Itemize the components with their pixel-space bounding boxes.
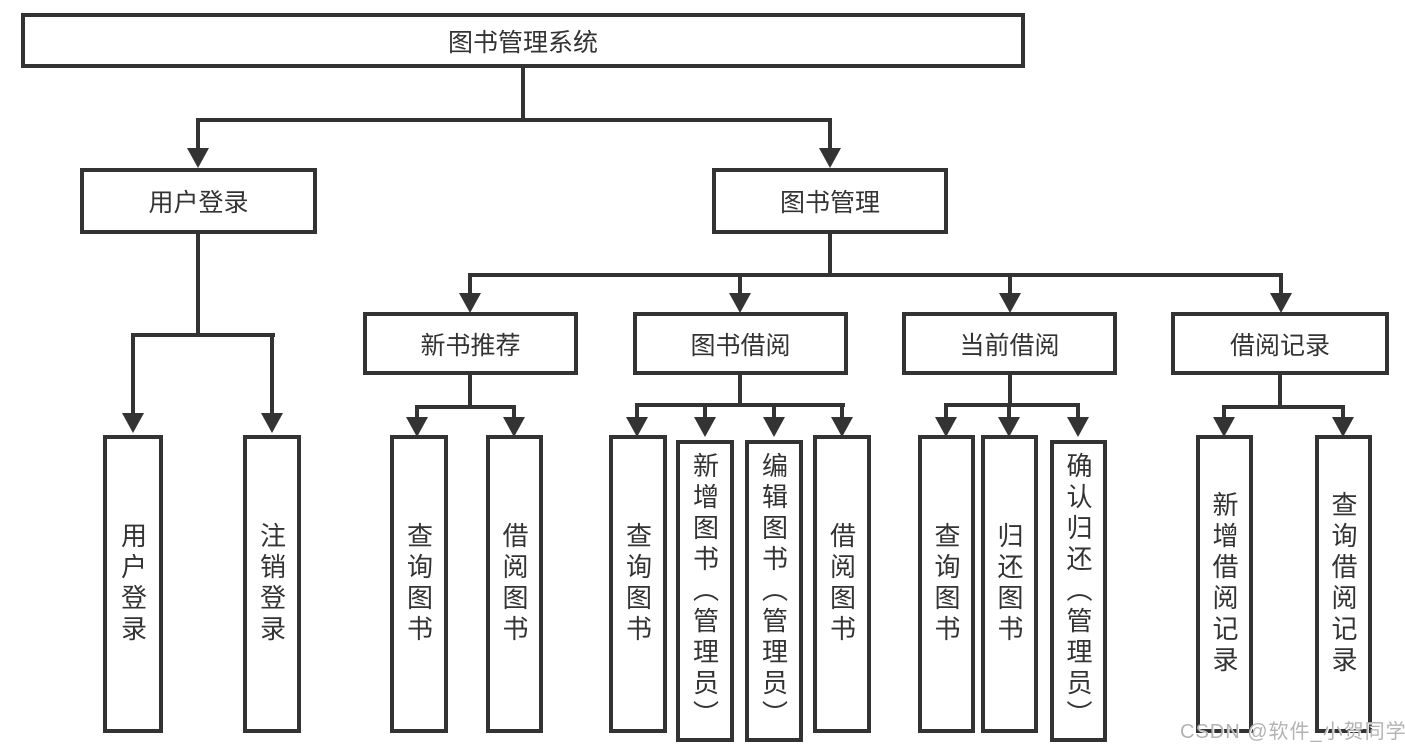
connector-to-leaf-logout xyxy=(270,333,274,415)
leaf-logout: 注销登录 xyxy=(243,435,301,733)
connector-user-login-stem xyxy=(196,234,200,337)
node-new-book-recommend: 新书推荐 xyxy=(363,312,578,375)
leaf-query-borrow-record: 查询借阅记录 xyxy=(1315,435,1372,733)
node-label: 用户登录 xyxy=(117,522,148,646)
arrow-down xyxy=(763,417,785,437)
leaf-edit-books-admin: 编辑图书（管理员） xyxy=(745,440,803,742)
node-label: 确认归还（管理员） xyxy=(1063,451,1093,731)
leaf-borrow-query-books: 查询图书 xyxy=(609,435,667,733)
connector-new-book-recommend-bar xyxy=(415,405,516,409)
connector-current-borrow-bar xyxy=(944,403,1080,407)
arrow-down xyxy=(626,417,648,437)
node-book-management: 图书管理 xyxy=(712,168,948,234)
connector-to-leaf-user-login xyxy=(131,333,135,415)
node-book-borrow: 图书借阅 xyxy=(633,312,848,375)
connector-to-user-login-stem xyxy=(196,118,200,150)
connector-current-borrow-stem xyxy=(1008,375,1012,407)
connector-to-borrow-records xyxy=(1279,273,1283,295)
connector-book-borrow-stem xyxy=(738,375,742,407)
arrow-down xyxy=(1067,417,1089,437)
node-label: 注销登录 xyxy=(256,522,287,646)
arrow-down xyxy=(935,417,957,437)
connector-leaf-stem xyxy=(840,403,844,419)
node-library-management-system: 图书管理系统 xyxy=(21,13,1025,68)
node-label: 借阅图书 xyxy=(499,522,529,646)
node-label: 图书管理 xyxy=(779,189,880,217)
connector-root-stem xyxy=(521,68,525,122)
connector-book-management-stem xyxy=(828,234,832,277)
leaf-recommend-borrow-books: 借阅图书 xyxy=(486,435,543,733)
leaf-user-login: 用户登录 xyxy=(103,435,163,733)
connector-leaf-stem xyxy=(1007,403,1011,419)
connector-leaf-stem xyxy=(1341,405,1345,419)
connector-leaf-stem xyxy=(1076,403,1080,419)
node-label: 查询图书 xyxy=(931,522,961,646)
connector-leaf-stem xyxy=(635,403,639,419)
arrow-down xyxy=(819,148,841,168)
arrow-down xyxy=(122,413,144,433)
connector-to-book-management-stem xyxy=(828,118,832,150)
connector-leaf-stem xyxy=(415,405,419,419)
arrow-down xyxy=(261,413,283,433)
arrow-down xyxy=(694,417,716,437)
leaf-borrow-books: 借阅图书 xyxy=(813,435,871,733)
leaf-return-books: 归还图书 xyxy=(981,435,1038,733)
node-label: 归还图书 xyxy=(994,522,1024,646)
node-label: 借阅记录 xyxy=(1229,331,1330,360)
node-label: 当前借阅 xyxy=(959,331,1060,360)
node-user-login: 用户登录 xyxy=(80,168,317,234)
arrow-down xyxy=(999,293,1021,313)
node-label: 图书借阅 xyxy=(690,331,791,360)
node-label: 新书推荐 xyxy=(420,331,521,360)
connector-leaf-stem xyxy=(512,405,516,419)
node-current-borrow: 当前借阅 xyxy=(902,312,1117,375)
node-label: 新增图书（管理员） xyxy=(689,451,720,731)
leaf-add-borrow-record: 新增借阅记录 xyxy=(1196,435,1253,733)
connector-leaf-stem xyxy=(944,403,948,419)
connector-root-bar xyxy=(196,118,832,122)
connector-book-management-bar xyxy=(468,273,1283,277)
arrow-down xyxy=(729,293,751,313)
leaf-confirm-return-admin: 确认归还（管理员） xyxy=(1050,440,1107,742)
node-label: 查询图书 xyxy=(403,522,434,646)
node-label: 用户登录 xyxy=(148,189,249,217)
node-label: 查询图书 xyxy=(622,522,653,646)
connector-book-borrow-bar xyxy=(635,403,845,407)
arrow-down xyxy=(187,148,209,168)
leaf-recommend-query-books: 查询图书 xyxy=(390,435,448,733)
arrow-down xyxy=(998,417,1020,437)
node-label: 编辑图书（管理员） xyxy=(758,451,789,731)
connector-user-login-bar xyxy=(131,333,275,337)
connector-to-book-borrow xyxy=(738,273,742,295)
arrow-down xyxy=(406,417,428,437)
node-label: 新增借阅记录 xyxy=(1209,491,1239,677)
connector-to-new-book-recommend xyxy=(468,273,472,295)
node-label: 图书管理系统 xyxy=(447,28,598,57)
connector-leaf-stem xyxy=(703,403,707,419)
csdn-watermark: CSDN @软件_小贺同学 xyxy=(1180,721,1405,743)
connector-borrow-records-stem xyxy=(1278,375,1282,409)
arrow-down xyxy=(1270,293,1292,313)
node-label: 借阅图书 xyxy=(826,522,857,646)
connector-leaf-stem xyxy=(1222,405,1226,419)
connector-to-current-borrow xyxy=(1008,273,1012,295)
leaf-current-query-books: 查询图书 xyxy=(918,435,975,733)
node-label: 查询借阅记录 xyxy=(1328,491,1358,677)
connector-borrow-records-bar xyxy=(1222,405,1345,409)
arrow-down xyxy=(1213,417,1235,437)
leaf-add-books-admin: 新增图书（管理员） xyxy=(676,440,734,742)
arrow-down xyxy=(831,417,853,437)
connector-leaf-stem xyxy=(772,403,776,419)
arrow-down xyxy=(459,293,481,313)
arrow-down xyxy=(503,417,525,437)
arrow-down xyxy=(1332,417,1354,437)
node-borrow-records: 借阅记录 xyxy=(1171,312,1389,375)
connector-new-book-recommend-stem xyxy=(468,375,472,409)
